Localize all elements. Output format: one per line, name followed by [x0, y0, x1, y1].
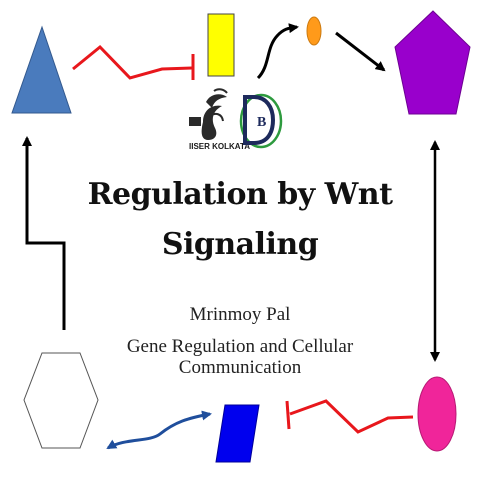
purple-pentagon-shape [394, 10, 471, 115]
course-line-2: Communication [178, 357, 302, 378]
course-line-1: Gene Regulation and Cellular [126, 336, 354, 357]
white-hexagon-shape [23, 352, 99, 449]
red-inhibition-zigzag [72, 44, 193, 80]
svg-text:B: B [257, 115, 266, 130]
iiser-logo-label: IISER KOLKATA [189, 142, 250, 151]
inhibition-bar-bottom [285, 400, 291, 430]
curved-activation-arrow [256, 23, 299, 80]
elbow-activation-arrow [22, 136, 66, 330]
yellow-rectangle-shape [207, 13, 235, 77]
curved-blue-bidirectional-arrow [106, 410, 212, 450]
iiser-kolkata-logo: IISER KOLKATA [189, 88, 250, 151]
magenta-oval-shape [417, 376, 457, 452]
title-line-1: Regulation by Wnt [87, 177, 393, 212]
blue-triangle-shape [11, 25, 72, 114]
blue-parallelogram-shape [215, 404, 260, 463]
diagonal-activation-arrow [335, 31, 386, 72]
dbs-logo: B [239, 93, 283, 149]
orange-oval-shape [306, 16, 322, 46]
title-line-2: Signaling [161, 227, 319, 262]
red-inhibition-zigzag-bottom [289, 399, 414, 434]
author-name: Mrinmoy Pal [189, 304, 291, 325]
